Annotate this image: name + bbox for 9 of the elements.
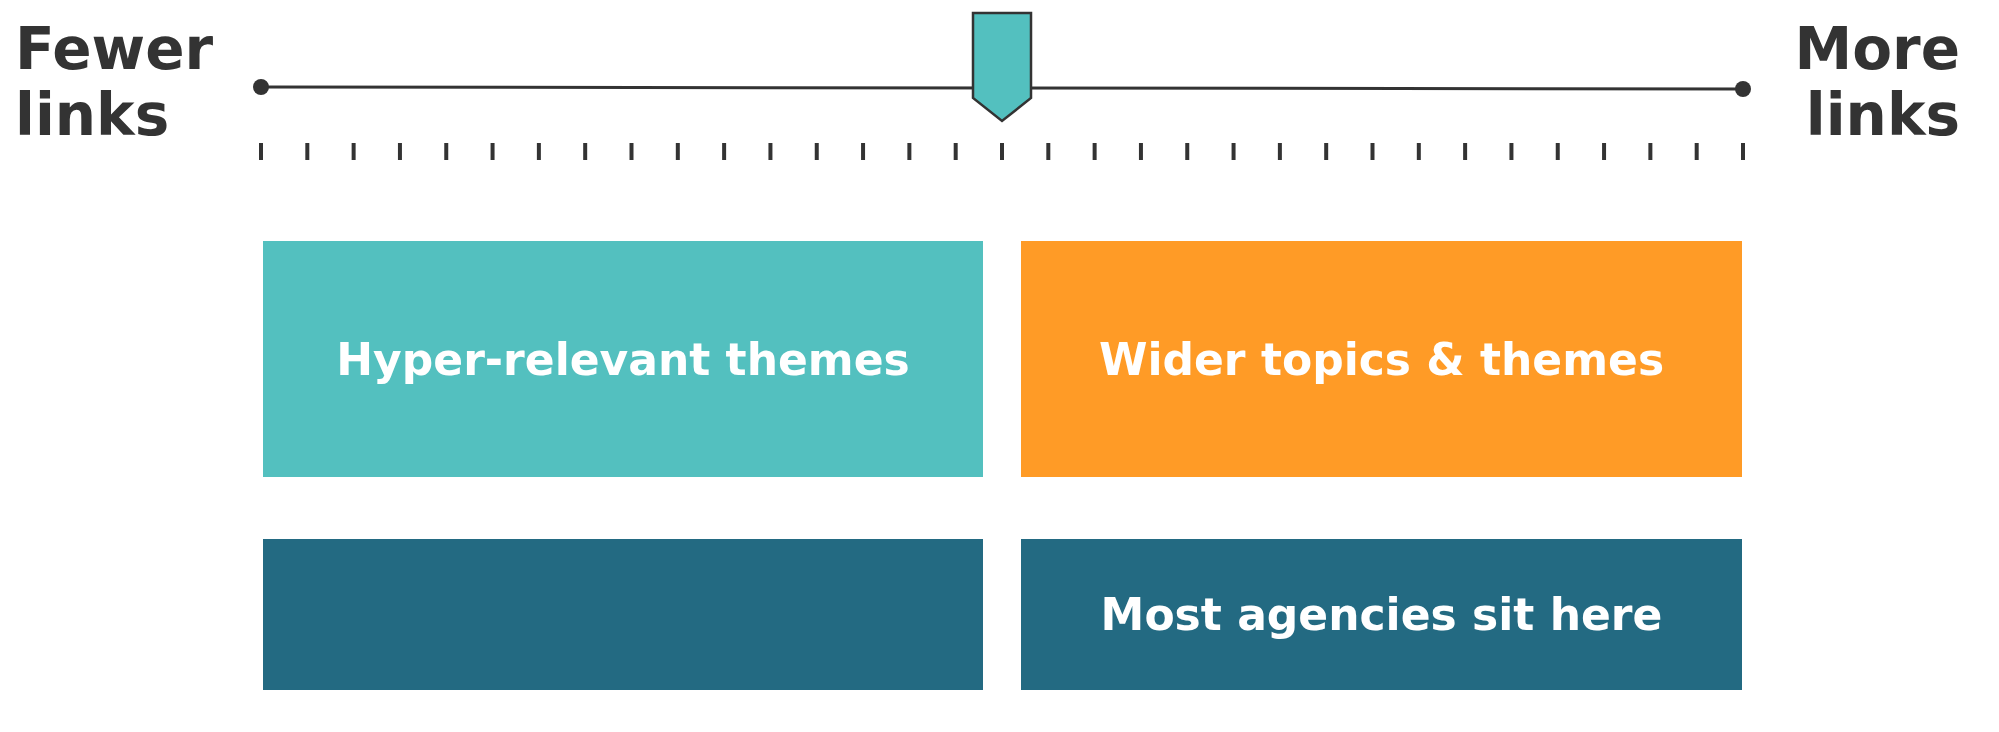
text-box	[1021, 539, 1742, 690]
box-label: Wider topics & themes	[1098, 333, 1665, 385]
text-box	[1021, 241, 1742, 477]
axis-label: More links	[1793, 16, 1960, 148]
box-label: Hyper-relevant themes	[336, 333, 910, 385]
box-label: Most agencies sit here	[1100, 589, 1663, 640]
text-box	[263, 241, 983, 477]
empty-box	[263, 539, 983, 690]
axis-label: Fewer links	[15, 16, 215, 148]
